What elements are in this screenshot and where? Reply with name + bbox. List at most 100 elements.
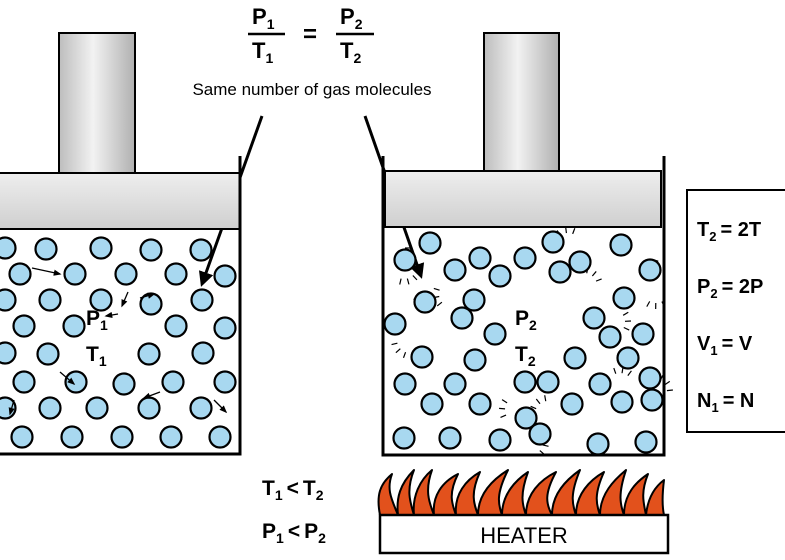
gas-molecule (631, 322, 655, 346)
collision-mark (391, 342, 398, 346)
gas-molecule (488, 264, 512, 288)
gas-law-equation: P1 T1 = P2 T2 (248, 4, 374, 66)
left-cylinder: P1 T1 (0, 32, 242, 456)
right-piston-plate (384, 170, 662, 228)
gas-molecule (634, 430, 658, 454)
gas-molecule (582, 306, 606, 330)
gas-molecule (638, 258, 662, 282)
motion-arrow (8, 399, 15, 416)
gas-molecule (450, 306, 474, 330)
gas-molecule (438, 426, 462, 450)
heater-label: HEATER (480, 523, 568, 548)
collision-mark (623, 326, 630, 331)
gas-molecule (463, 348, 487, 372)
collision-mark (627, 370, 632, 376)
gas-molecule (410, 345, 434, 369)
heater: HEATER (377, 469, 670, 555)
gas-molecule (383, 312, 407, 336)
gas-molecule (191, 341, 215, 365)
collision-mark (622, 311, 629, 316)
gas-molecule (189, 396, 213, 420)
collision-mark (544, 395, 547, 402)
collision-mark (572, 228, 576, 235)
gas-molecule (616, 346, 640, 370)
collision-mark (646, 301, 651, 307)
gas-molecule (443, 372, 467, 396)
gas-molecule (89, 288, 113, 312)
collision-mark (535, 398, 541, 405)
gas-molecule (161, 370, 185, 394)
relations: T1<T2 P1<P2 (262, 477, 326, 546)
gas-molecule (393, 372, 417, 396)
equation-t2: T2 (340, 38, 361, 66)
gas-molecule (548, 260, 572, 284)
collision-mark (436, 301, 443, 307)
gas-molecule (393, 248, 417, 272)
gas-molecule (513, 370, 537, 394)
collision-mark (395, 348, 401, 354)
collision-mark (402, 352, 407, 359)
gas-molecule (8, 262, 32, 286)
collision-mark (412, 275, 418, 281)
gas-molecule (568, 250, 592, 274)
gas-molecule (34, 237, 58, 261)
gas-molecule (392, 426, 416, 450)
heater-base (378, 513, 670, 555)
gas-molecule (468, 392, 492, 416)
gas-molecule (0, 236, 17, 260)
left-container-wall (0, 156, 242, 456)
collision-mark (591, 271, 597, 277)
gas-molecule (85, 396, 109, 420)
gas-molecule (468, 246, 492, 270)
collision-mark (433, 287, 440, 291)
gas-molecule (213, 316, 237, 340)
collision-mark (499, 407, 506, 410)
right-molecules (383, 230, 664, 456)
gas-molecule (62, 314, 86, 338)
gas-molecule (443, 258, 467, 282)
gas-molecule (514, 406, 538, 430)
gas-molecule (462, 288, 486, 312)
equation-t1: T1 (252, 38, 273, 66)
heater-flames (377, 469, 665, 516)
caption: Same number of gas molecules (192, 80, 431, 99)
gas-molecule (420, 392, 444, 416)
gas-molecule (612, 286, 636, 310)
gas-molecule (60, 425, 84, 449)
gas-molecule (189, 238, 213, 262)
equation-p2: P2 (340, 4, 363, 32)
motion-arrow (213, 399, 228, 414)
gas-molecule (137, 342, 161, 366)
collision-mark (666, 389, 673, 392)
gas-molecule (588, 372, 612, 396)
gas-molecule (36, 342, 60, 366)
gas-molecule (598, 325, 622, 349)
relation-temperature: T1<T2 (262, 477, 324, 503)
left-motion-arrows (8, 267, 228, 416)
collision-mark (406, 278, 410, 285)
collision-mark (539, 450, 545, 455)
gas-molecule (640, 388, 664, 412)
gas-molecule (213, 264, 237, 288)
gas-molecule (38, 288, 62, 312)
gas-molecule (541, 230, 565, 254)
gas-molecule (213, 370, 237, 394)
gas-molecule (190, 288, 214, 312)
right-temperature-label: T2 (515, 343, 536, 369)
gas-molecule (488, 428, 512, 452)
gas-molecule (137, 396, 161, 420)
gas-molecule (38, 396, 62, 420)
equation-p1: P1 (252, 4, 275, 32)
collision-mark (500, 414, 507, 418)
left-molecules (0, 236, 237, 449)
collision-mark (542, 444, 549, 447)
motion-arrow (142, 391, 161, 399)
gas-molecule (208, 425, 232, 449)
motion-arrow (59, 371, 76, 386)
gas-molecule (0, 288, 17, 312)
right-pressure-label: P2 (515, 307, 537, 333)
gas-molecule (112, 372, 136, 396)
collision-mark (661, 301, 666, 308)
condition-number: N1= N (697, 390, 754, 415)
